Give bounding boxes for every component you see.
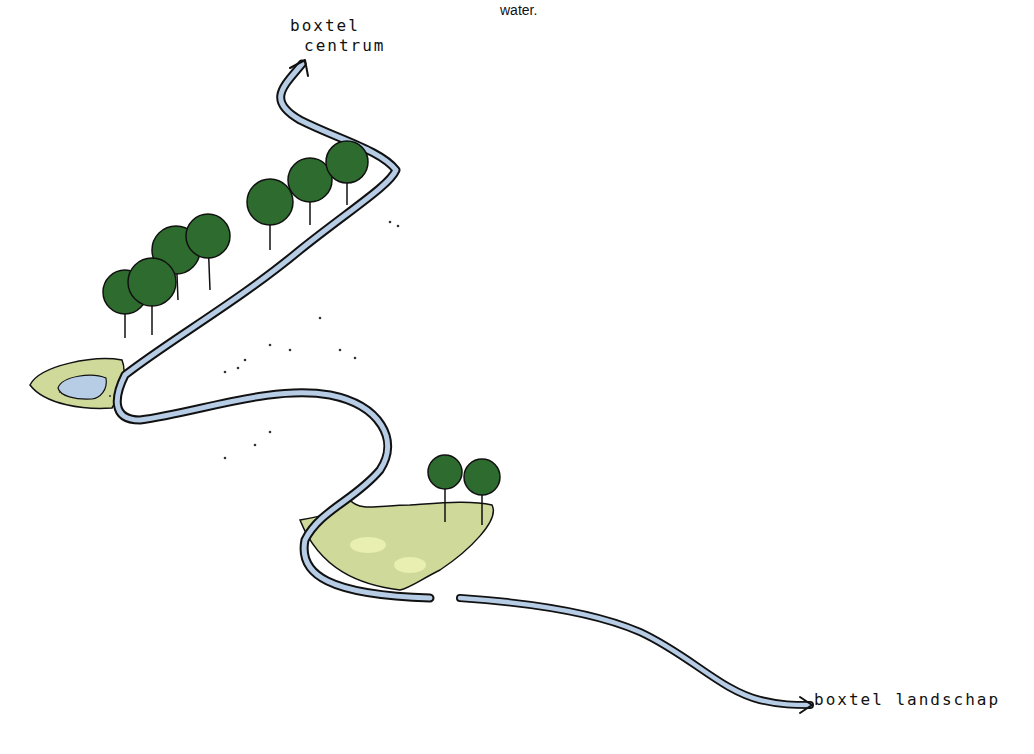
place-label: water. bbox=[500, 2, 580, 18]
trees bbox=[103, 141, 500, 525]
place-label: boxtel landschap bbox=[814, 690, 1028, 710]
pond bbox=[58, 375, 106, 399]
dots bbox=[59, 221, 399, 460]
meadow-spot bbox=[394, 557, 426, 573]
meadow bbox=[30, 359, 124, 409]
meadow-spot bbox=[350, 537, 386, 553]
stream bbox=[117, 60, 812, 713]
place-label: boxtel centrum bbox=[290, 16, 414, 56]
